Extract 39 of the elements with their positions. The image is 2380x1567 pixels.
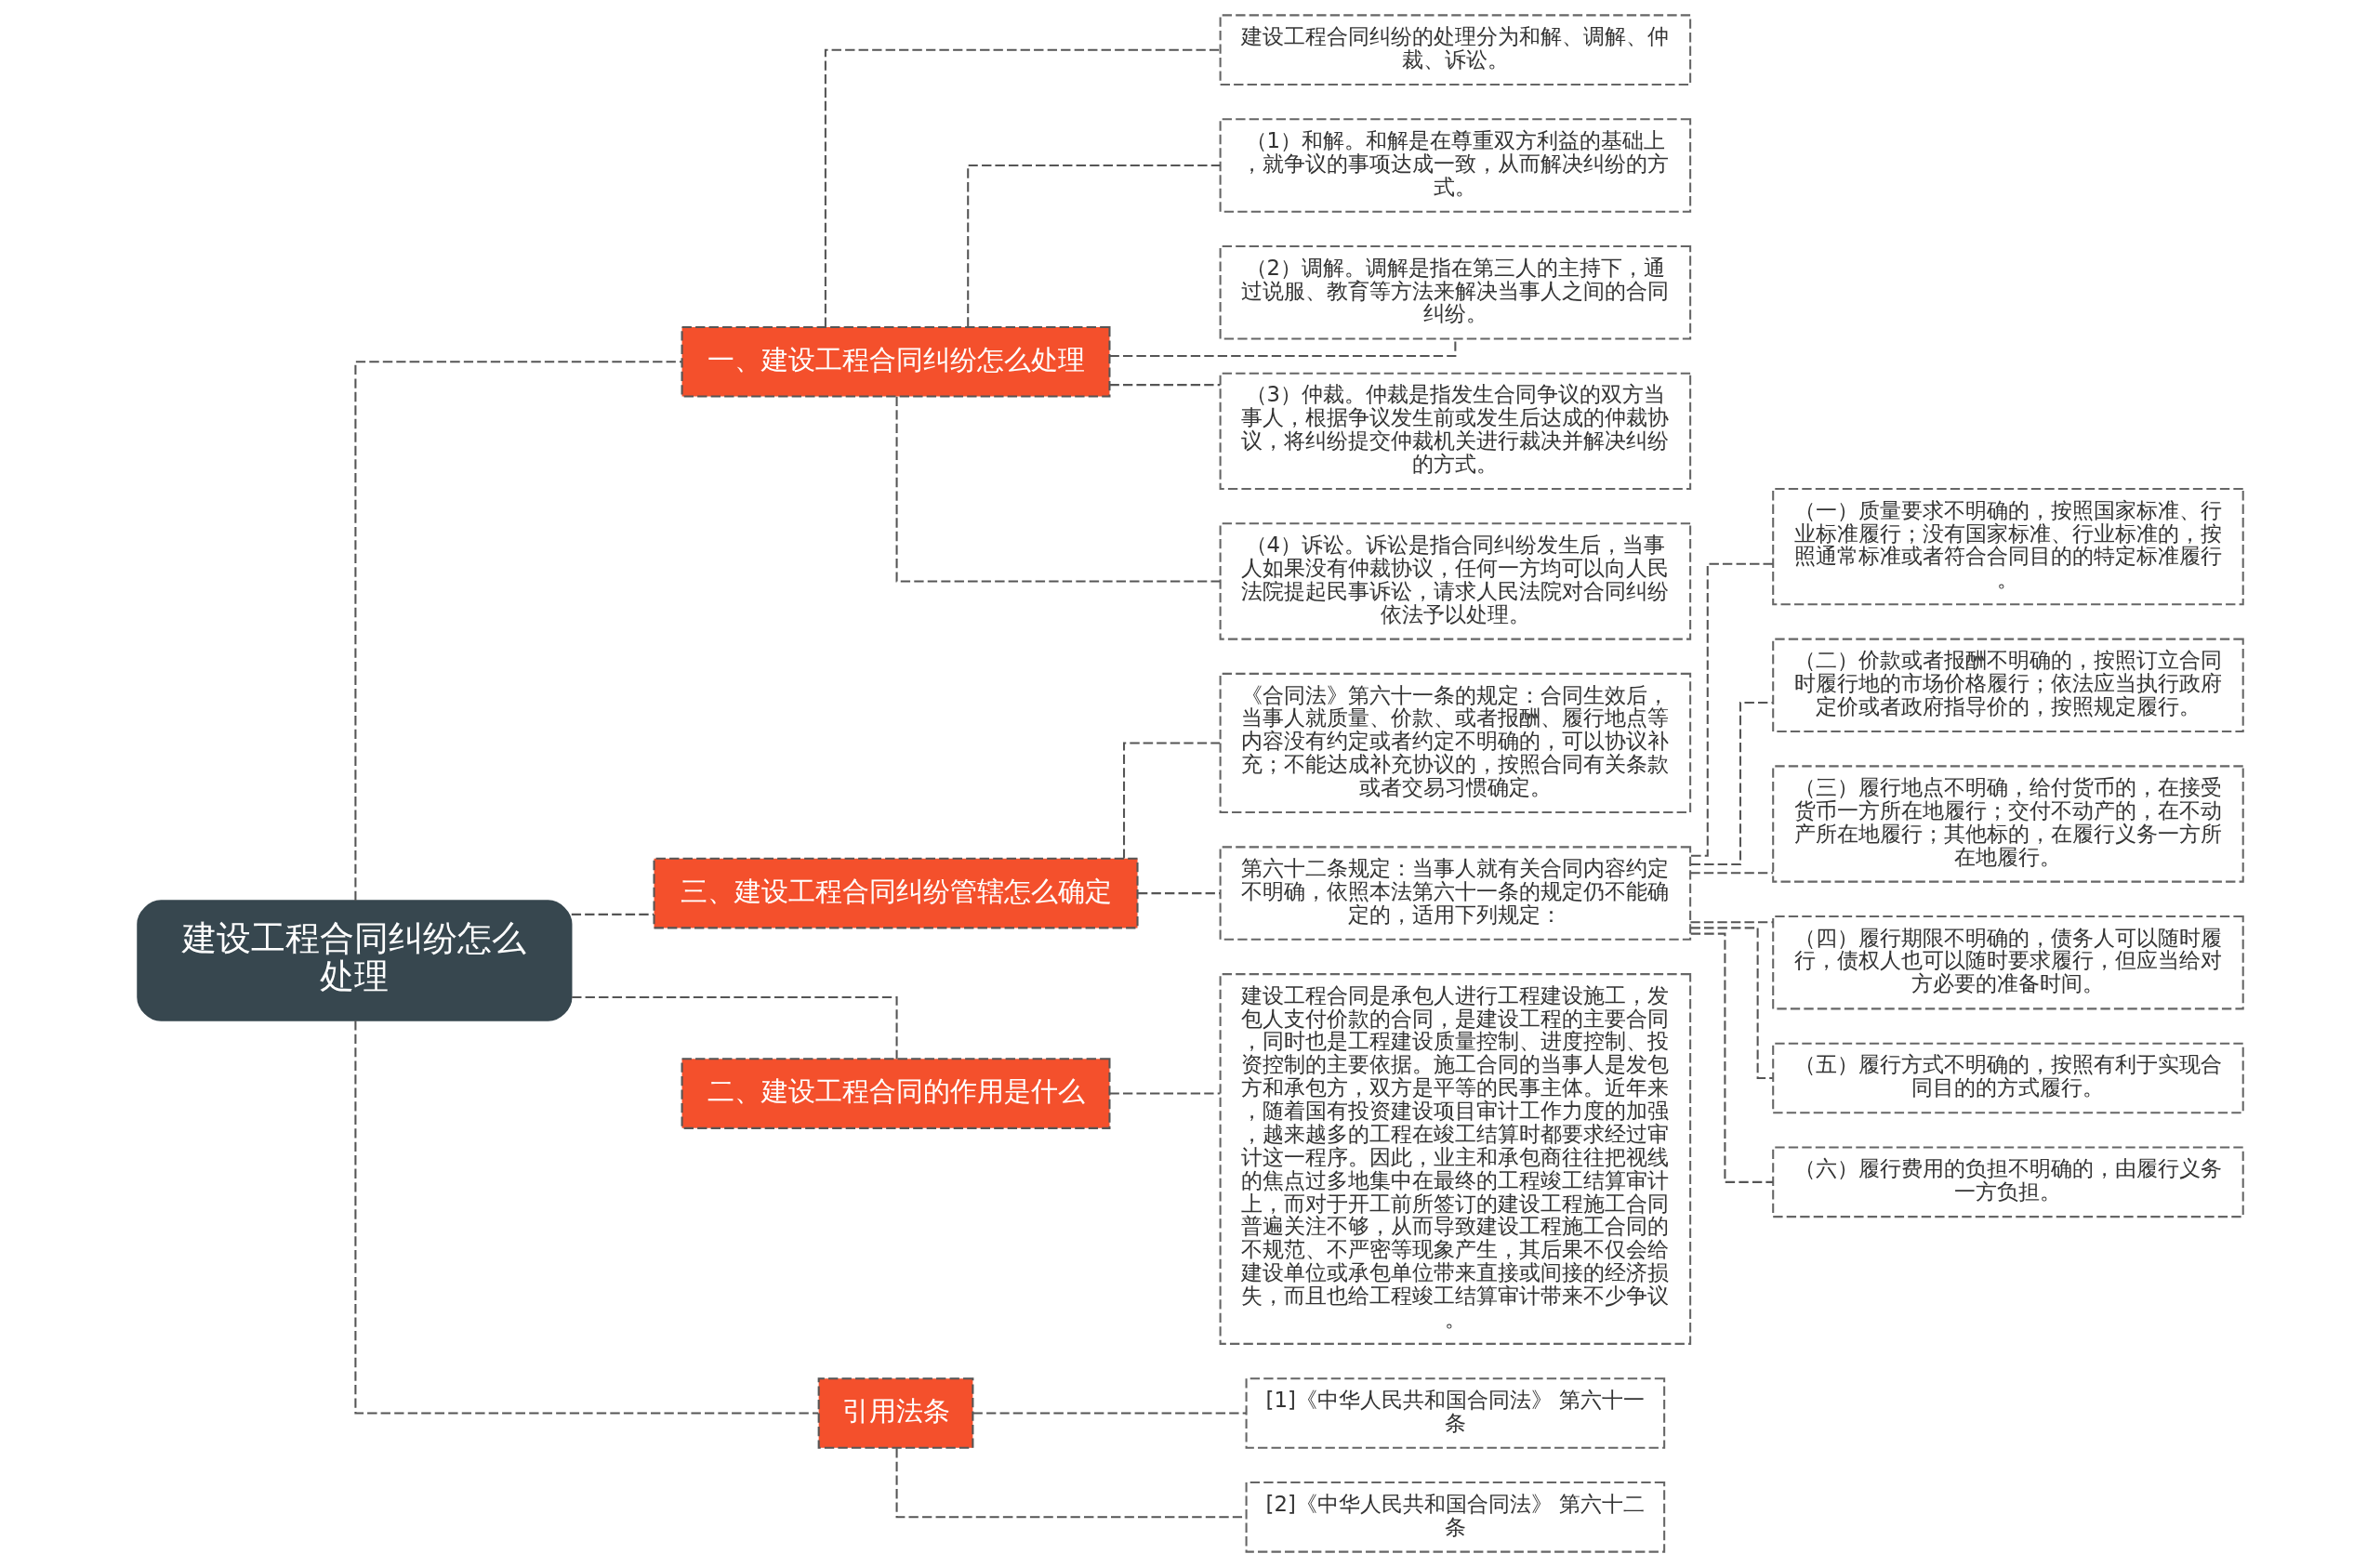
- connector: [1109, 1092, 1220, 1095]
- node-box: 第六十二条规定：当事人就有关合同内容约定不明确，依照本法第六十一条的规定仍不能确定的，适用下列规定：: [1219, 846, 1691, 941]
- node-box: 建设工程合同纠纷的处理分为和解、调解、仲裁、诉讼。: [1219, 14, 1691, 86]
- connector: [1689, 872, 1773, 875]
- node-box: [1]《中华人民共和国合同法》 第六十一条: [1245, 1377, 1665, 1449]
- connector: [966, 164, 1220, 327]
- node-box: （2）调解。调解是指在第三人的主持下，通过说服、教育等方法来解决当事人之间的合同纠纷。: [1219, 244, 1691, 340]
- node-box: （五）履行方式不明确的，按照有利于实现合同目的的方式履行。: [1771, 1042, 2244, 1114]
- node-box: （四）履行期限不明确的，债务人可以随时履行，债权人也可以随时要求履行，但应当给对方必要的准备时间。: [1771, 915, 2244, 1010]
- node-box: 三、建设工程合同纠纷管辖怎么确定: [653, 857, 1139, 929]
- node-box: [2]《中华人民共和国合同法》 第六十二条: [1245, 1481, 1665, 1553]
- node-box: （二）价款或者报酬不明确的，按照订立合同时履行地的市场价格履行；依法应当执行政府定价或者政府指导价的，按照规定履行。: [1771, 638, 2244, 733]
- node-box: 一、建设工程合同纠纷怎么处理: [681, 325, 1111, 398]
- connector: [1109, 384, 1220, 387]
- connector: [1137, 892, 1220, 895]
- node-box: 二、建设工程合同的作用是什么: [681, 1058, 1111, 1129]
- node-box: 《合同法》第六十一条的规定：合同生效后，当事人就质量、价款、或者报酬、履行地点等内容没有约定或者约定不明确的，可以协议补充；不能达成补充协议的，按照合同有关条款或者交易习惯确定。: [1219, 672, 1691, 814]
- connector: [353, 361, 681, 901]
- node-box: （一）质量要求不明确的，按照国家标准、行业标准履行；没有国家标准、行业标准的，按照通常标准或者符合合同目的的特定标准履行。: [1771, 488, 2244, 606]
- node-box: （三）履行地点不明确，给付货币的，在接受货币一方所在地履行；交付不动产的，在不动产所在地履行；其他标的，在履行义务一方所在地履行。: [1771, 765, 2244, 883]
- node-box: （4）诉讼。诉讼是指合同纠纷发生后，当事人如果没有仲裁协议，任何一方均可以向人民法院提起民事诉讼，请求人民法院对合同纠纷依法予以处理。: [1219, 522, 1691, 640]
- connector: [1690, 562, 1773, 857]
- connector: [1122, 742, 1220, 859]
- connector: [1690, 932, 1773, 1183]
- connector: [1689, 927, 1773, 1079]
- connector: [1690, 701, 1773, 866]
- connector: [571, 995, 898, 1060]
- connector: [824, 48, 1220, 327]
- connector: [1689, 921, 1773, 924]
- node-box: （3）仲裁。仲裁是指发生合同争议的双方当事人，根据争议发生前或发生后达成的仲裁协议，将纠纷提交仲裁机关进行裁决并解决纠纷的方式。: [1219, 372, 1691, 491]
- node-box: 建设工程合同纠纷怎么处理: [136, 900, 572, 1021]
- node-box: （1）和解。和解是在尊重双方利益的基础上，就争议的事项达成一致，从而解决纠纷的方式。: [1219, 118, 1691, 213]
- connector: [895, 396, 1220, 583]
- connector: [353, 1021, 818, 1415]
- node-box: 引用法条: [817, 1377, 973, 1449]
- node-box: （六）履行费用的负担不明确的，由履行义务一方负担。: [1771, 1146, 2244, 1218]
- node-box: 建设工程合同是承包人进行工程建设施工，发包人支付价款的合同，是建设工程的主要合同，同时也是工程建设质量控制、进度控制、投资控制的主要依据。施工合同的当事人是发包方和承包方，双方是平等的民事主体。近年来，随着国有投资建设项目审计工作力度的加强，越来越多的工程在竣工结算时都要求经过审计这一程序。因此，业主和承包商往往把视线的焦点过多地集中在最终的工程竣工结算审计上，而对于开工前所签订的建设工程施工合同普遍关注不够，从而导致建设工程施工合同的不规范、不严密等现象产生，其后果不仅会给建设单位或承包单位带来直接或间接的经济损失，而且也给工程竣工结算审计带来不少争议。: [1219, 973, 1691, 1345]
- connector: [972, 1412, 1246, 1415]
- connector: [571, 913, 654, 915]
